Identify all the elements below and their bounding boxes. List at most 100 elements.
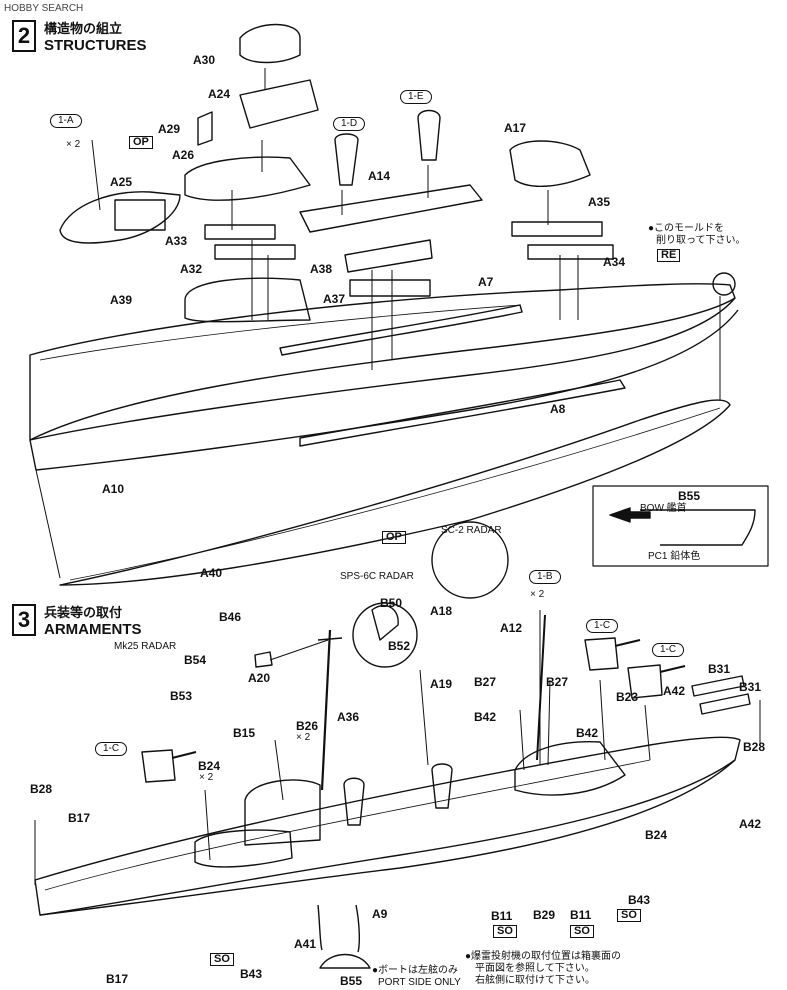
callout-1a: 1-A — [50, 114, 82, 128]
part-label: B31 — [708, 662, 731, 676]
gun-turret-1c-a — [584, 637, 619, 671]
part-label: B52 — [388, 639, 411, 653]
panel-a33 — [204, 224, 276, 240]
quantity-label: × 2 — [199, 772, 214, 783]
part-a20 — [254, 651, 273, 668]
part-label: A29 — [158, 122, 181, 136]
davit-a9 — [355, 904, 361, 953]
part-label: A10 — [102, 482, 125, 496]
re-badge: RE — [657, 249, 681, 262]
bridge-a24 — [239, 79, 319, 129]
bridge-window-a25 — [114, 199, 166, 231]
bracket-a38 — [344, 239, 433, 273]
funnel-aft — [431, 763, 453, 809]
step-title-jp: 兵装等の取付 — [44, 605, 123, 620]
part-label: A8 — [550, 402, 566, 416]
step-title-en: STRUCTURES — [44, 37, 147, 54]
mold-note-line-2: 削り取って下さい。 — [656, 235, 746, 246]
sps6c-radar-label: SPS-6C RADAR — [340, 571, 414, 582]
part-label: B53 — [170, 689, 193, 703]
callout-1c: 1-C — [586, 619, 619, 633]
sc2-radar-label: SC-2 RADAR — [441, 525, 502, 536]
step-title-jp: 構造物の組立 — [44, 21, 123, 36]
part-label: A7 — [478, 275, 494, 289]
gun-turret-1c-fwd — [141, 749, 176, 783]
part-label: A9 — [372, 907, 388, 921]
so-badge: SO — [493, 925, 517, 938]
part-label: A33 — [165, 234, 188, 248]
part-label: A37 — [323, 292, 346, 306]
part-label: A42 — [663, 684, 686, 698]
mold-note-line-1: ●このモールドを — [648, 223, 725, 234]
bridge-deck-armaments — [194, 829, 293, 868]
legend-hull-shape — [640, 509, 756, 546]
hull-armaments — [34, 736, 741, 916]
quantity-label: × 2 — [296, 732, 311, 743]
funnel-fwd — [343, 777, 365, 826]
legend-part-label: B55 — [678, 489, 701, 503]
part-label: A19 — [430, 677, 453, 691]
part-label: A39 — [110, 293, 133, 307]
part-label: B29 — [533, 908, 556, 922]
part-a37 — [349, 279, 431, 297]
part-label-b42b: B42 — [576, 726, 599, 740]
bridge-base-a39 — [184, 277, 311, 323]
mast-a12 — [536, 614, 546, 761]
boat-note-line-1: ●ボートは左舷のみ — [372, 965, 459, 976]
sc2-radar-circle — [431, 521, 509, 599]
aft-platform — [514, 741, 626, 796]
part-label: B11 — [491, 909, 513, 923]
side-strip-a7 — [279, 304, 523, 356]
part-label: A18 — [430, 604, 453, 618]
callout-1e: 1-E — [400, 90, 432, 104]
part-label: B26 — [296, 719, 319, 733]
deck-a14 — [299, 184, 483, 233]
part-label: B17 — [68, 811, 91, 825]
op-badge: OP — [382, 531, 406, 544]
boat-note-line-2: PORT SIDE ONLY — [378, 977, 461, 988]
part-label: A41 — [294, 937, 317, 951]
callout-1c: 1-C — [652, 643, 685, 657]
part-label: A14 — [368, 169, 391, 183]
bridge-deck-a25 — [59, 191, 181, 244]
quantity-label: × 2 — [530, 589, 545, 600]
gun-turret-1c-b — [627, 664, 663, 699]
step-title-en: ARMAMENTS — [44, 621, 142, 638]
depth-charge-note-line-3: 右舷側に取付けて下さい。 — [475, 975, 595, 986]
part-label: A17 — [504, 121, 527, 135]
step-number: 3 — [12, 604, 36, 636]
depth-charge-note-line-2: 平面図を参照して下さい。 — [475, 963, 595, 974]
part-label: B42 — [474, 710, 497, 724]
part-label: A24 — [208, 87, 231, 101]
part-label-a42b: A42 — [739, 817, 762, 831]
mk25-radar-label: Mk25 RADAR — [114, 641, 177, 652]
legend-box — [592, 485, 769, 567]
part-label-b43b: B43 — [240, 967, 263, 981]
mast-yard — [317, 637, 343, 641]
legend-color-text: PC1 鉛体色 — [648, 551, 701, 562]
part-label: B50 — [380, 596, 403, 610]
part-label: A32 — [180, 262, 203, 276]
part-label: B27 — [474, 675, 497, 689]
part-label: A36 — [337, 710, 360, 724]
quantity-label: × 2 — [66, 139, 81, 150]
part-label: B54 — [184, 653, 207, 667]
part-label-b28b: B28 — [30, 782, 53, 796]
part-label: A35 — [588, 195, 611, 209]
part-label: B46 — [219, 610, 242, 624]
callout-1b: 1-B — [529, 570, 561, 584]
bridge-armaments — [244, 779, 321, 846]
part-label: B43 — [628, 893, 651, 907]
sps6c-radar-circle — [352, 602, 418, 668]
part-label: A12 — [500, 621, 523, 635]
panel-a34 — [527, 244, 614, 260]
part-label: A40 — [200, 566, 223, 580]
watermark: HOBBY SEARCH — [4, 3, 84, 14]
part-label-b27b: B27 — [546, 675, 569, 689]
panel-a32 — [214, 244, 296, 260]
part-label-b11b: B11 — [570, 908, 592, 922]
re-marker-circle — [712, 272, 736, 296]
assembly-guides — [35, 68, 721, 579]
shield-a29 — [197, 111, 213, 146]
